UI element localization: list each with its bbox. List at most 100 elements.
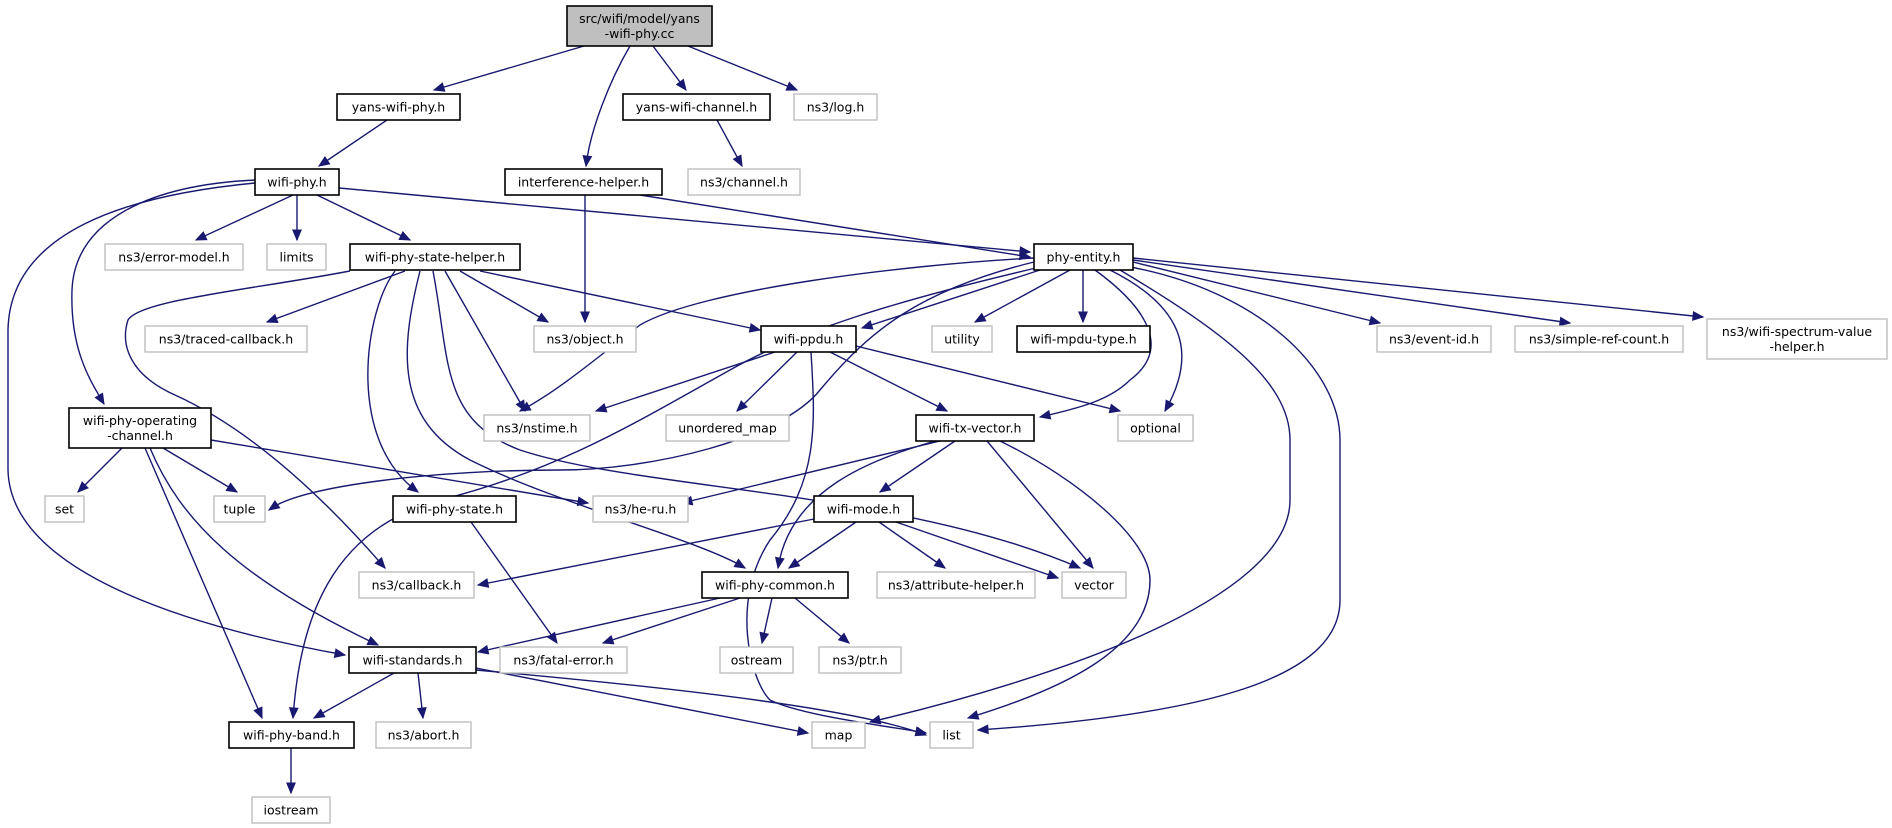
arrowhead-icon — [601, 635, 615, 645]
node-phy-entity[interactable]: phy-entity.h — [1033, 243, 1134, 271]
edge-line — [977, 265, 1341, 731]
edge-yans-wifi-phy-to-wifi-phy — [317, 119, 388, 167]
node-box[interactable] — [566, 5, 713, 47]
node-wifi-phy-operating-channel[interactable]: wifi-phy-operating-channel.h — [68, 407, 212, 449]
edge-wifi-phy-state-helper-to-wifi-ppdu — [479, 270, 762, 333]
node-ns3-attribute-helper: ns3/attribute-helper.h — [876, 571, 1036, 599]
edge-line — [1039, 269, 1152, 418]
edge-wifi-phy-operating-channel-to-wifi-phy-band — [144, 447, 263, 720]
node-label: interference-helper.h — [518, 175, 649, 190]
node-box[interactable] — [1016, 325, 1151, 353]
node-wifi-phy-band[interactable]: wifi-phy-band.h — [228, 721, 355, 749]
arrowhead-icon — [77, 481, 89, 493]
arrowhead-icon — [416, 707, 427, 720]
edge-line — [313, 672, 395, 719]
edge-wifi-phy-common-to-ostream — [759, 597, 773, 645]
arrowhead-icon — [518, 401, 532, 412]
edge-wifi-ppdu-to-list — [746, 351, 928, 737]
node-label: ns3/callback.h — [372, 578, 462, 593]
node-wifi-phy-state[interactable]: wifi-phy-state.h — [392, 495, 517, 523]
node-box — [104, 243, 244, 271]
node-box[interactable] — [254, 168, 340, 196]
arrowhead-icon — [317, 156, 331, 167]
node-box[interactable] — [68, 407, 212, 449]
node-box — [483, 414, 591, 442]
node-wifi-standards[interactable]: wifi-standards.h — [348, 646, 477, 674]
node-wifi-mode[interactable]: wifi-mode.h — [813, 495, 914, 523]
edge-root-to-yans-wifi-channel — [652, 45, 687, 92]
node-wifi-mpdu-type[interactable]: wifi-mpdu-type.h — [1016, 325, 1151, 353]
node-yans-wifi-channel[interactable]: yans-wifi-channel.h — [622, 93, 771, 121]
edge-line — [861, 269, 1041, 329]
node-list: list — [929, 721, 974, 749]
edge-wifi-phy-to-wifi-phy-operating-channel — [71, 179, 256, 406]
node-box[interactable] — [392, 495, 517, 523]
edge-line — [746, 351, 927, 734]
edge-line — [1109, 269, 1183, 412]
node-box[interactable] — [348, 646, 477, 674]
edge-wifi-standards-to-map — [475, 667, 810, 736]
node-wifi-phy-state-helper[interactable]: wifi-phy-state-helper.h — [349, 243, 521, 271]
edge-wifi-phy-state-helper-to-ns3-object — [459, 270, 550, 323]
node-label: wifi-mpdu-type.h — [1030, 332, 1136, 347]
node-box — [931, 325, 993, 353]
edge-wifi-phy-to-wifi-standards — [7, 182, 347, 658]
node-box[interactable] — [622, 93, 771, 121]
edge-phy-entity-to-wifi-phy-band — [288, 267, 1037, 720]
edge-wifi-phy-operating-channel-to-ns3-he-ru — [210, 439, 590, 507]
node-limits: limits — [266, 243, 327, 271]
node-label: optional — [1130, 421, 1181, 436]
node-box[interactable] — [701, 571, 849, 599]
edge-line — [585, 45, 631, 167]
arrowhead-icon — [1046, 569, 1060, 580]
node-yans-wifi-phy[interactable]: yans-wifi-phy.h — [336, 93, 461, 121]
edge-phy-entity-to-wifi-ppdu — [860, 269, 1041, 330]
node-box[interactable] — [349, 243, 521, 271]
arrowhead-icon — [312, 708, 326, 719]
edge-wifi-phy-operating-channel-to-wifi-standards — [149, 447, 380, 646]
edge-line — [444, 270, 526, 412]
edge-line — [967, 440, 1151, 719]
arrowhead-icon — [732, 154, 743, 168]
node-interference-helper[interactable]: interference-helper.h — [504, 168, 663, 196]
arrowhead-icon — [1368, 315, 1382, 326]
arrowhead-icon — [1068, 559, 1082, 569]
node-utility: utility — [931, 325, 993, 353]
node-wifi-tx-vector[interactable]: wifi-tx-vector.h — [915, 414, 1035, 442]
arrowhead-icon — [286, 782, 296, 795]
edge-wifi-phy-state-helper-to-wifi-phy-common — [406, 270, 747, 569]
edge-line — [479, 270, 761, 331]
edge-line — [794, 597, 850, 644]
node-box[interactable] — [760, 325, 857, 353]
node-label: wifi-tx-vector.h — [929, 421, 1022, 436]
node-label: wifi-phy-state.h — [406, 502, 503, 517]
node-box[interactable] — [504, 168, 663, 196]
node-box[interactable] — [336, 93, 461, 121]
edge-line — [268, 261, 1035, 511]
node-wifi-phy-common[interactable]: wifi-phy-common.h — [701, 571, 849, 599]
edge-wifi-phy-state-helper-to-ns3-traced-callback — [265, 270, 406, 324]
edge-line — [1132, 261, 1381, 324]
node-wifi-phy[interactable]: wifi-phy.h — [254, 168, 340, 196]
arrowhead-icon — [1078, 311, 1088, 324]
node-label: -channel.h — [107, 428, 173, 443]
edge-phy-entity-to-ns3-wifi-spectrum-value-helper — [1132, 257, 1705, 321]
node-box — [793, 93, 878, 121]
edge-wifi-ppdu-to-ns3-nstime — [594, 351, 776, 413]
node-box[interactable] — [915, 414, 1035, 442]
edge-line — [855, 345, 1121, 412]
arrowhead-icon — [976, 724, 989, 735]
node-box[interactable] — [228, 721, 355, 749]
node-label: -wifi-phy.cc — [605, 26, 675, 41]
node-label: ns3/attribute-helper.h — [888, 578, 1024, 593]
arrowhead-icon — [432, 82, 446, 92]
edge-wifi-standards-to-wifi-phy-band — [312, 672, 395, 719]
node-box[interactable] — [1033, 243, 1134, 271]
arrowhead-icon — [476, 578, 490, 588]
arrowhead-icon — [785, 81, 799, 91]
node-label: tuple — [224, 502, 256, 517]
node-root[interactable]: src/wifi/model/yans-wifi-phy.cc — [566, 5, 713, 47]
node-box[interactable] — [813, 495, 914, 523]
edge-wifi-mode-to-wifi-phy-common — [787, 521, 857, 569]
node-wifi-ppdu[interactable]: wifi-ppdu.h — [760, 325, 857, 353]
